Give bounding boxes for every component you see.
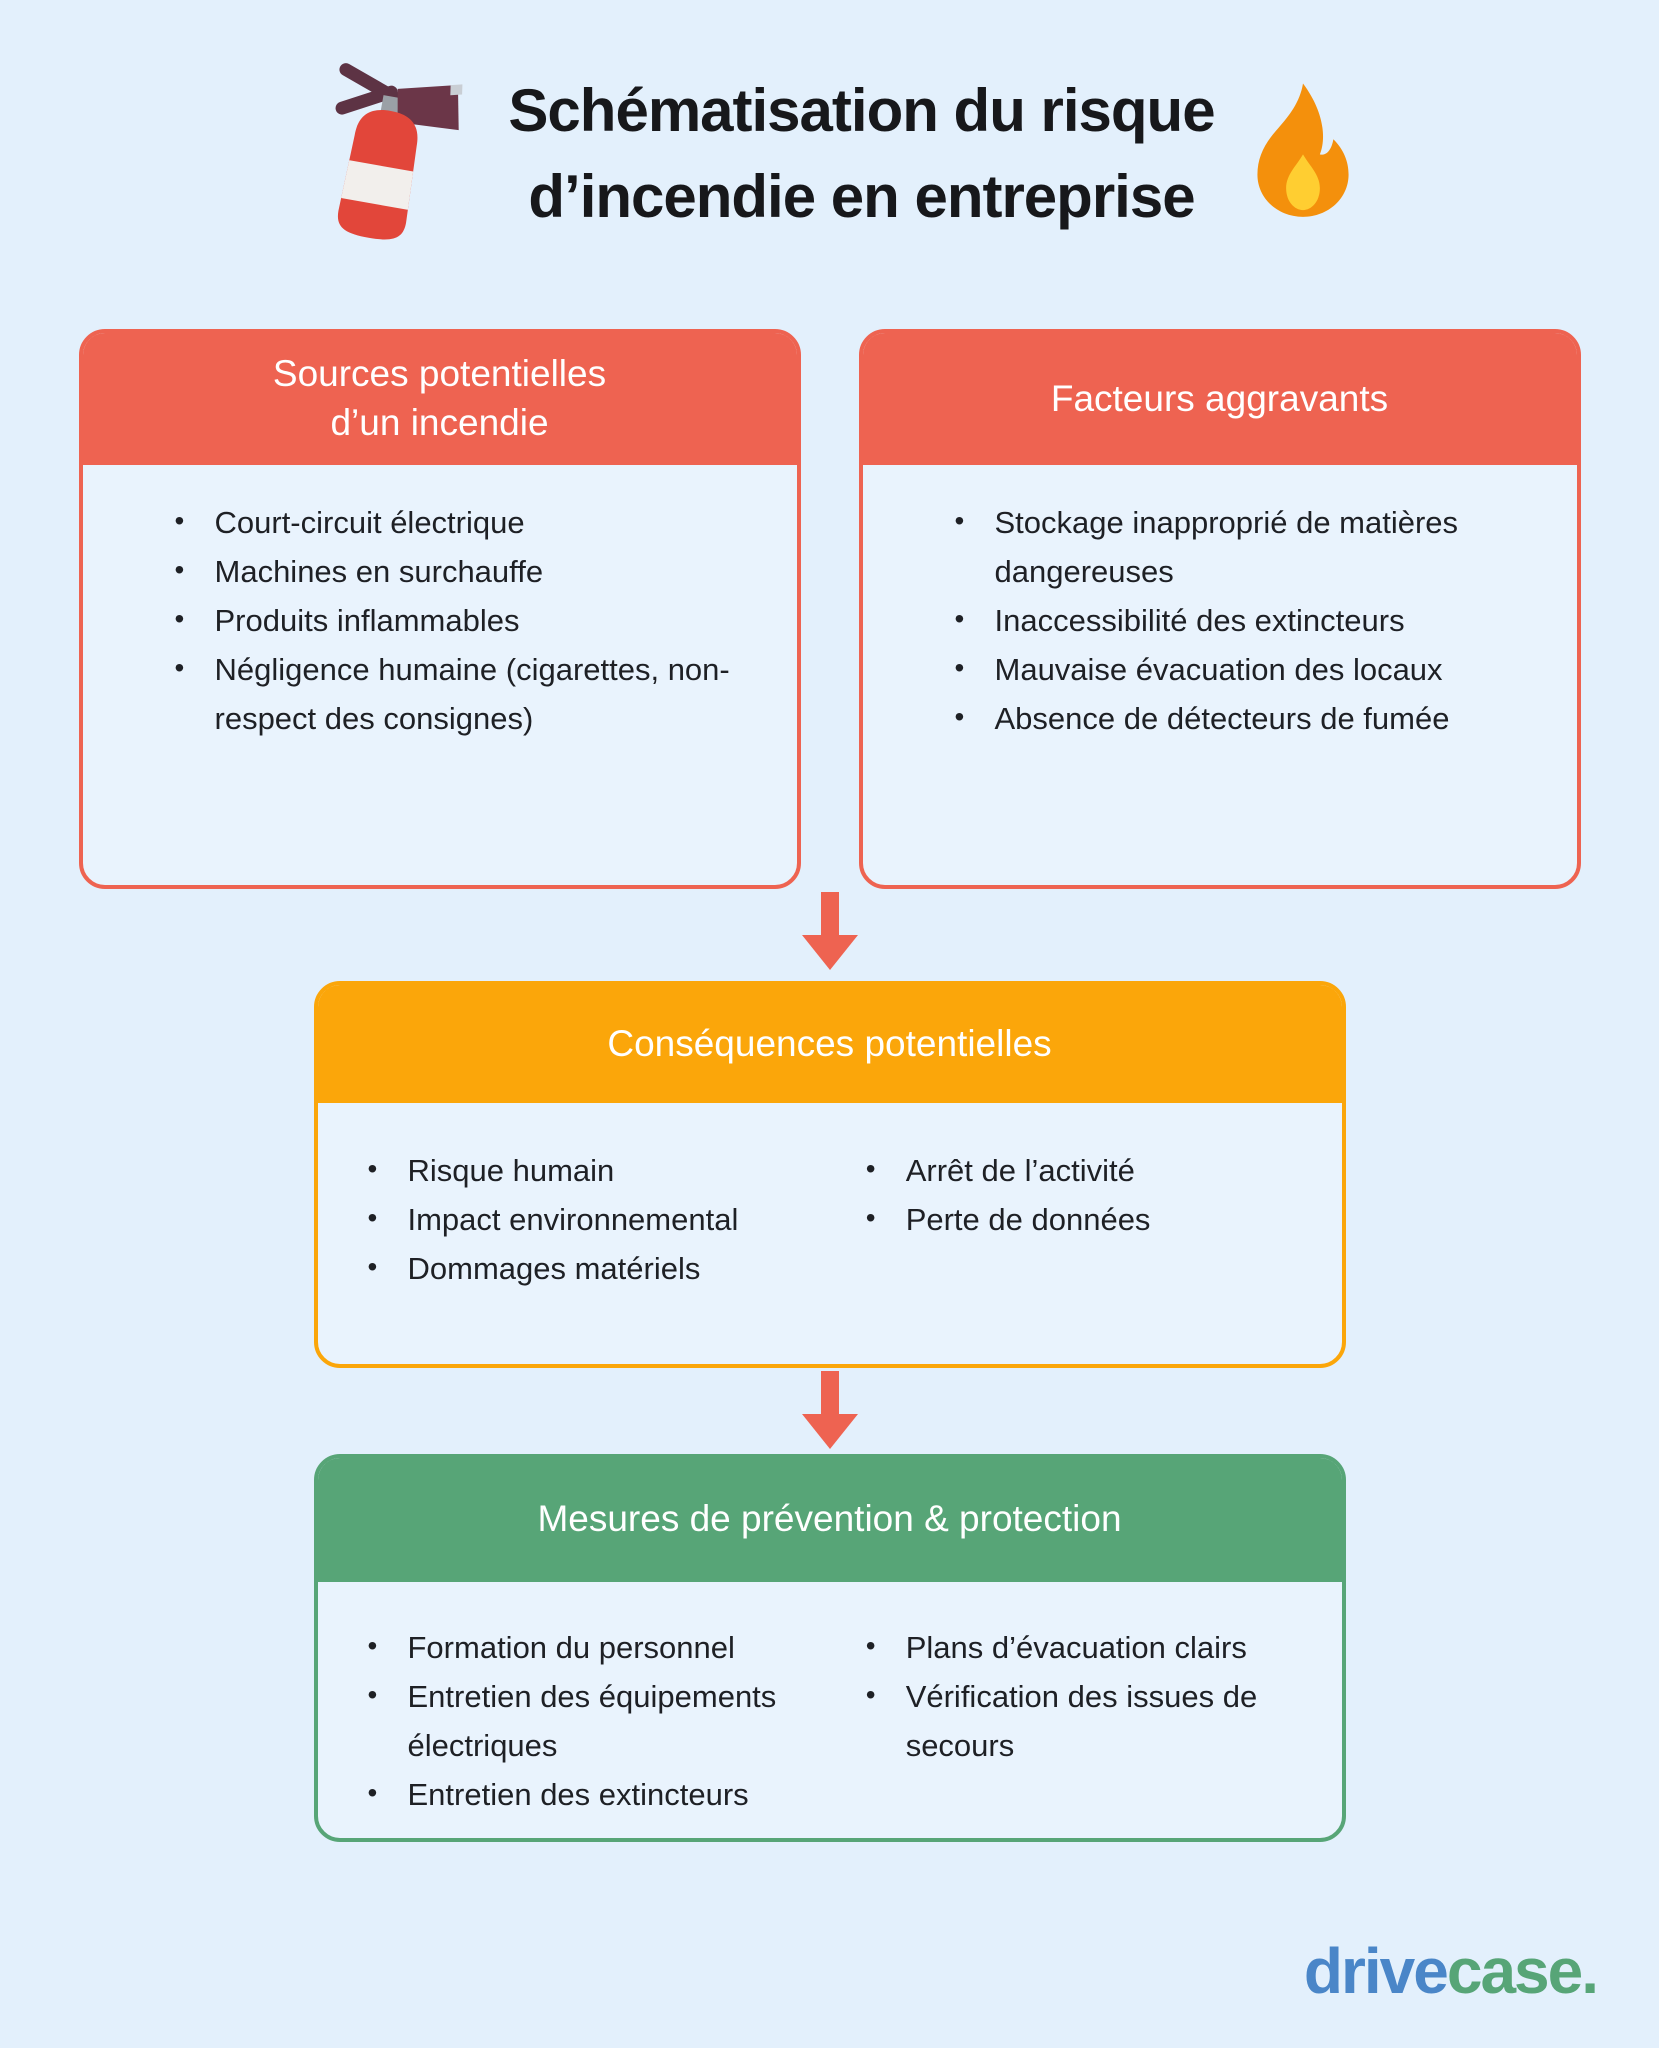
logo-part-drive: drive xyxy=(1303,1935,1449,2007)
top-boxes-row: Sources potentielles d’un incendie Court… xyxy=(0,329,1659,889)
list-item: Perte de données xyxy=(860,1196,1302,1245)
header: Schématisation du risque d’incendie en e… xyxy=(0,0,1659,249)
arrow-down-icon xyxy=(0,1368,1659,1454)
mesures-header: Mesures de prévention & protection xyxy=(317,1457,1342,1582)
aggravants-header: Facteurs aggravants xyxy=(862,333,1577,465)
list-item: Risque humain xyxy=(362,1147,860,1196)
list-item: Plans d’évacuation clairs xyxy=(860,1624,1302,1673)
list-item: Vérification des issues de secours xyxy=(860,1673,1302,1771)
sources-header: Sources potentielles d’un incendie xyxy=(82,333,797,465)
logo-part-case: case. xyxy=(1446,1935,1599,2007)
fire-extinguisher-icon xyxy=(302,58,474,249)
drivecase-logo: drivecase. xyxy=(1303,1934,1599,2008)
list-item: Machines en surchauffe xyxy=(169,548,757,597)
page-title-line2: d’incendie en entreprise xyxy=(528,162,1195,230)
list-item: Court-circuit électrique xyxy=(169,499,757,548)
sources-header-line2: d’un incendie xyxy=(330,402,549,443)
mesures-list-right: Plans d’évacuation clairs Vérification d… xyxy=(860,1624,1302,1820)
flame-icon xyxy=(1249,80,1357,227)
mesures-body: Formation du personnel Entretien des équ… xyxy=(318,1582,1342,1838)
consequences-list-right: Arrêt de l’activité Perte de données xyxy=(860,1147,1302,1294)
consequences-list-left: Risque humain Impact environnemental Dom… xyxy=(362,1147,860,1294)
list-item: Arrêt de l’activité xyxy=(860,1147,1302,1196)
consequences-box: Conséquences potentielles Risque humain … xyxy=(313,981,1346,1368)
mesures-box: Mesures de prévention & protection Forma… xyxy=(313,1453,1346,1842)
aggravants-list: Stockage inapproprié de matières dangere… xyxy=(949,499,1537,744)
aggravants-box: Facteurs aggravants Stockage inapproprié… xyxy=(858,329,1581,889)
mesures-header-text: Mesures de prévention & protection xyxy=(537,1498,1122,1540)
list-item: Absence de détecteurs de fumée xyxy=(949,695,1537,744)
sources-box: Sources potentielles d’un incendie Court… xyxy=(78,329,801,889)
page-title: Schématisation du risque d’incendie en e… xyxy=(508,68,1215,240)
arrow-down-icon xyxy=(0,889,1659,975)
mesures-list-left: Formation du personnel Entretien des équ… xyxy=(362,1624,860,1820)
sources-header-line1: Sources potentielles xyxy=(272,353,607,395)
list-item: Négligence humaine (cigarettes, non-resp… xyxy=(169,646,757,744)
list-item: Entretien des équipements électriques xyxy=(362,1673,860,1771)
aggravants-body: Stockage inapproprié de matières dangere… xyxy=(863,465,1577,764)
consequences-header: Conséquences potentielles xyxy=(317,985,1342,1103)
list-item: Stockage inapproprié de matières dangere… xyxy=(949,499,1537,597)
list-item: Mauvaise évacuation des locaux xyxy=(949,646,1537,695)
aggravants-header-text: Facteurs aggravants xyxy=(1050,377,1389,419)
consequences-body: Risque humain Impact environnemental Dom… xyxy=(318,1103,1342,1364)
list-item: Formation du personnel xyxy=(362,1624,860,1673)
page-title-line1: Schématisation du risque xyxy=(508,76,1215,144)
list-item: Inaccessibilité des extincteurs xyxy=(949,597,1537,646)
list-item: Dommages matériels xyxy=(362,1245,860,1294)
list-item: Impact environnemental xyxy=(362,1196,860,1245)
sources-body: Court-circuit électrique Machines en sur… xyxy=(83,465,797,764)
sources-list: Court-circuit électrique Machines en sur… xyxy=(169,499,757,744)
list-item: Entretien des extincteurs xyxy=(362,1771,860,1820)
consequences-header-text: Conséquences potentielles xyxy=(607,1022,1052,1064)
list-item: Produits inflammables xyxy=(169,597,757,646)
